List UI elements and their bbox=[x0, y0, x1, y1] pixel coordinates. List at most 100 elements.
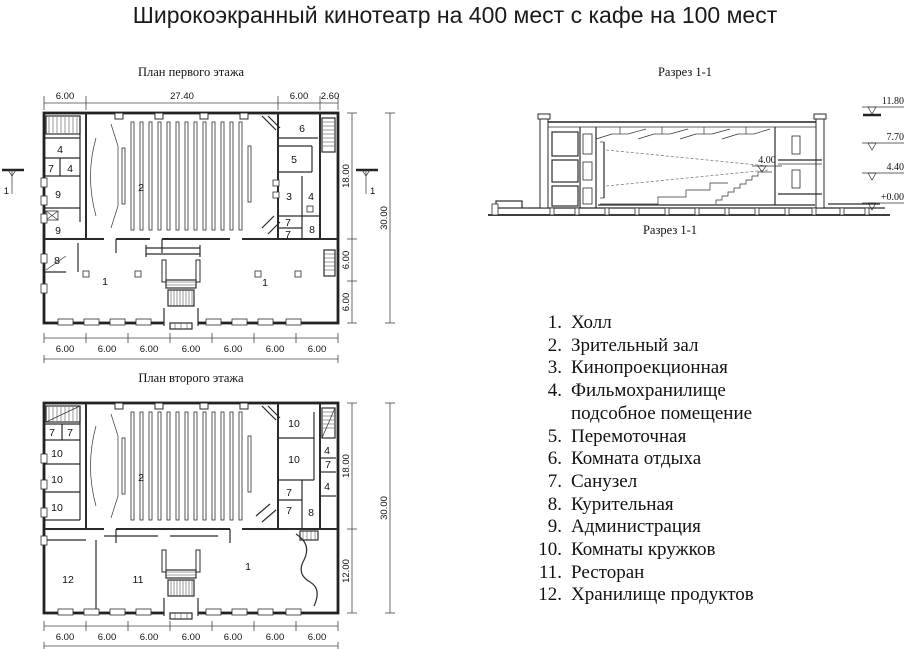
legend-number: 2. bbox=[547, 334, 562, 356]
room-label: 8 bbox=[308, 507, 314, 519]
room-label: 1 bbox=[102, 276, 108, 288]
second-floor-plan: План второго этажа 7 7 10 10 10 bbox=[40, 371, 395, 649]
legend-label: Зрительный зал bbox=[571, 334, 699, 356]
room-legend: 1.Холл 2.Зрительный зал 3.Кинопроекционн… bbox=[520, 312, 850, 607]
legend-item: 10. Комнаты кружков bbox=[520, 539, 850, 562]
section-drawing: 4.00 bbox=[488, 113, 890, 216]
legend-label: Фильмохранилище bbox=[571, 380, 726, 402]
room-label: 10 bbox=[51, 502, 63, 514]
stage-edge bbox=[110, 123, 119, 229]
legend-number: 3. bbox=[547, 357, 562, 379]
dim-label: 6.00 bbox=[266, 344, 285, 355]
screen-arc bbox=[90, 137, 97, 217]
dim-label: 6.00 bbox=[98, 632, 117, 643]
legend-label: Перемоточная bbox=[571, 425, 687, 447]
legend-item: подсобное помещение bbox=[520, 403, 850, 426]
ceiling-fixtures bbox=[595, 127, 771, 140]
dim-label: 6.00 bbox=[140, 344, 159, 355]
elevation-mark: 11.80 bbox=[862, 96, 904, 117]
seat-rows bbox=[121, 121, 252, 231]
room-label: 7 bbox=[286, 487, 292, 499]
legend-label: Комната отдыха bbox=[571, 448, 702, 470]
room-label: 4 bbox=[308, 191, 314, 203]
plan1-dim-right: 18.00 6.00 6.00 30.00 bbox=[341, 112, 395, 324]
plan2-bottom-rooms: 12 11 1 bbox=[40, 453, 319, 620]
plan1-windows bbox=[40, 177, 302, 326]
plan1-dim-top: 6.00 27.40 6.00 2.60 bbox=[43, 91, 339, 110]
plan1-hall: 1 1 bbox=[40, 177, 336, 330]
legend-label: Санузел bbox=[571, 470, 638, 492]
legend-item: 9.Администрация bbox=[520, 516, 850, 539]
legend-label: Ресторан bbox=[571, 561, 645, 583]
legend-item: 11. Ресторан bbox=[520, 562, 850, 585]
room-label: 4 bbox=[57, 144, 63, 156]
legend-number: 11. bbox=[538, 561, 562, 583]
legend-item: 4.Фильмохранилище bbox=[520, 380, 850, 403]
legend-number: 10. bbox=[538, 539, 562, 561]
legend-label: Курительная bbox=[571, 493, 674, 515]
plan2-right-rooms: 10 10 7 7 8 4 7 4 bbox=[278, 407, 336, 529]
level-mark-inner: 4.00 bbox=[752, 155, 782, 173]
room-label: 10 bbox=[288, 418, 300, 430]
elevation-mark: 4.40 bbox=[862, 162, 905, 181]
legend-item: 12.Хранилище продуктов bbox=[520, 584, 850, 607]
room-label: 9 bbox=[55, 189, 61, 201]
room-label: 9 bbox=[55, 225, 61, 237]
elevation-label: 4.40 bbox=[887, 162, 905, 173]
dim-label: 6.00 bbox=[56, 632, 75, 643]
dim-label: 6.00 bbox=[140, 632, 159, 643]
legend-item: 3. Кинопроекционная bbox=[520, 357, 850, 380]
plan1-section-mark-left: 1 bbox=[2, 168, 24, 197]
legend-item: 2. Зрительный зал bbox=[520, 335, 850, 358]
dim-label: 6.00 bbox=[308, 632, 327, 643]
room-label: 2 bbox=[138, 472, 144, 484]
curved-wall bbox=[295, 533, 318, 607]
legend-item: 7.Санузел bbox=[520, 471, 850, 494]
dim-label: 6.00 bbox=[224, 344, 243, 355]
room-label: 11 bbox=[133, 574, 144, 586]
room-label: 7 bbox=[325, 459, 331, 471]
dim-label: 6.00 bbox=[182, 632, 201, 643]
plan1-caption: План первого этажа bbox=[138, 65, 245, 79]
room-label: 1 bbox=[262, 277, 268, 289]
dim-label: 6.00 bbox=[290, 91, 309, 102]
room-label: 6 bbox=[299, 123, 305, 135]
section-caption-top: Разрез 1-1 bbox=[658, 65, 712, 79]
legend-number: 5. bbox=[547, 425, 562, 447]
room-label: 7 bbox=[49, 427, 55, 439]
elevation-mark: +0.00 bbox=[862, 192, 904, 211]
plan2-left-rooms: 7 7 10 10 10 bbox=[44, 405, 81, 521]
legend-item: 6.Комната отдыха bbox=[520, 448, 850, 471]
dim-label: 6.00 bbox=[308, 344, 327, 355]
dim-label: 6.00 bbox=[182, 344, 201, 355]
room-label: 7 bbox=[285, 217, 291, 229]
room-label: 2 bbox=[138, 182, 144, 194]
legend-label: Кинопроекционная bbox=[571, 357, 728, 379]
plan2-windows bbox=[40, 453, 302, 616]
room-label: 8 bbox=[54, 255, 60, 267]
plan2-dim-bottom: 6.00 6.00 6.00 6.00 6.00 6.00 6.00 bbox=[43, 621, 339, 649]
legend-number: 8. bbox=[547, 493, 562, 515]
legend-label: Комнаты кружков bbox=[571, 539, 716, 561]
legend-item: 8. Курительная bbox=[520, 494, 850, 517]
dim-label: 18.00 bbox=[341, 164, 352, 188]
section-mark-label: 1 bbox=[4, 186, 9, 197]
dim-label: 6.00 bbox=[98, 344, 117, 355]
section-mark-label: 1 bbox=[370, 186, 375, 197]
room-label: 1 bbox=[245, 561, 251, 573]
room-label: 7 bbox=[48, 163, 54, 175]
plan1-auditorium: 2 bbox=[90, 115, 281, 235]
section-caption-bottom: Разрез 1-1 bbox=[643, 223, 697, 237]
elevation-label: 7.70 bbox=[887, 132, 905, 143]
dim-label: 12.00 bbox=[341, 559, 352, 583]
dim-label: 30.00 bbox=[379, 496, 390, 520]
seat-rows bbox=[121, 411, 252, 521]
elevation-label: 11.80 bbox=[882, 96, 904, 107]
dim-label: 18.00 bbox=[341, 454, 352, 478]
first-floor-plan: План первого этажа 6.00 27.40 6.00 2.60 bbox=[2, 65, 395, 363]
level-label: 4.00 bbox=[758, 155, 776, 166]
legend-number: 12. bbox=[538, 584, 562, 606]
room-label: 12 bbox=[62, 574, 74, 586]
room-label: 10 bbox=[51, 448, 63, 460]
dim-label: 6.00 bbox=[224, 632, 243, 643]
